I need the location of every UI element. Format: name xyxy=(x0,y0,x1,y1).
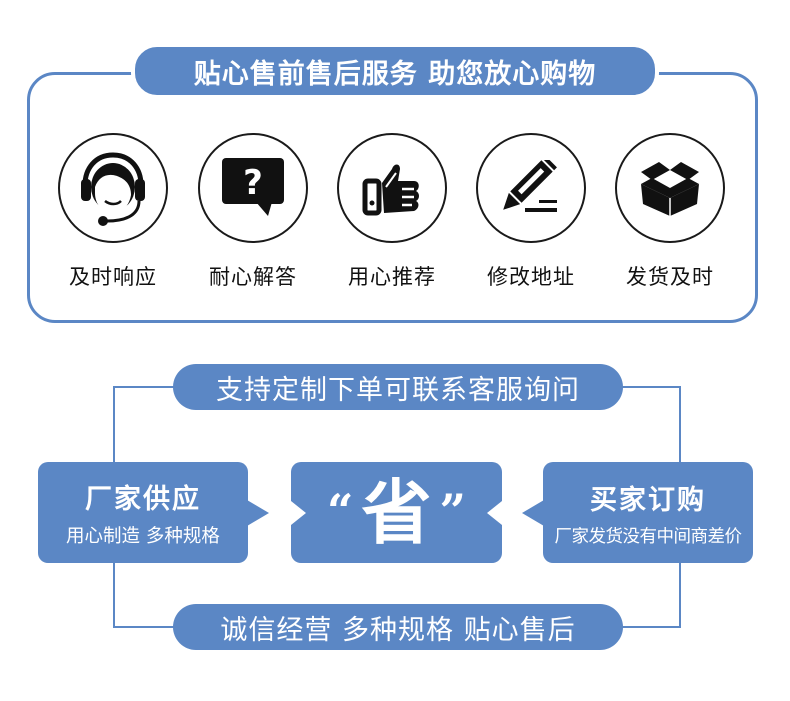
close-quote: ” xyxy=(439,483,466,538)
open-box-icon xyxy=(641,162,699,216)
feature-timely-shipping: 发货及时 xyxy=(614,133,726,291)
feature-circle: ? xyxy=(198,133,308,243)
feature-quick-response: 及时响应 xyxy=(57,133,169,291)
arrow-left-icon xyxy=(522,500,544,526)
notch-right-icon xyxy=(487,501,502,525)
buyer-subtitle: 厂家发货没有中间商差价 xyxy=(554,526,743,547)
feature-label: 用心推荐 xyxy=(348,265,436,289)
notch-left-icon xyxy=(291,501,306,525)
custom-order-text: 支持定制下单可联系客服询问 xyxy=(216,374,580,406)
open-quote: “ xyxy=(327,483,354,538)
feature-label: 修改地址 xyxy=(487,265,575,289)
factory-title: 厂家供应 xyxy=(85,484,201,515)
feature-change-address: 修改地址 xyxy=(475,133,587,291)
feature-label: 发货及时 xyxy=(626,265,714,289)
thumbs-up-icon xyxy=(362,164,419,216)
integrity-banner: 诚信经营 多种规格 贴心售后 xyxy=(173,604,623,650)
service-title: 贴心售前售后服务 助您放心购物 xyxy=(193,58,597,90)
feature-label: 耐心解答 xyxy=(209,265,297,289)
feature-circle xyxy=(58,133,168,243)
arrow-right-icon xyxy=(247,500,269,526)
feature-circle xyxy=(337,133,447,243)
svg-text:?: ? xyxy=(243,163,263,203)
service-title-banner: 贴心售前售后服务 助您放心购物 xyxy=(131,43,659,99)
buyer-title: 买家订购 xyxy=(590,484,706,516)
factory-supply-box: 厂家供应 用心制造 多种规格 xyxy=(38,462,248,563)
feature-circle xyxy=(476,133,586,243)
feature-circle xyxy=(615,133,725,243)
pencil-edit-icon xyxy=(503,160,557,212)
feature-patient-answers: ? 耐心解答 xyxy=(197,133,309,291)
savings-box: “ 省 ” xyxy=(291,462,502,563)
feature-label: 及时响应 xyxy=(69,265,157,289)
feature-recommend: 用心推荐 xyxy=(336,133,448,291)
custom-order-banner: 支持定制下单可联系客服询问 xyxy=(173,364,623,410)
buyer-order-box: 买家订购 厂家发货没有中间商差价 xyxy=(543,462,753,563)
question-bubble-icon: ? xyxy=(222,158,284,216)
factory-subtitle: 用心制造 多种规格 xyxy=(66,526,220,547)
savings-word: 省 xyxy=(361,471,432,554)
integrity-text: 诚信经营 多种规格 贴心售后 xyxy=(220,614,576,646)
headset-agent-icon xyxy=(81,152,145,226)
